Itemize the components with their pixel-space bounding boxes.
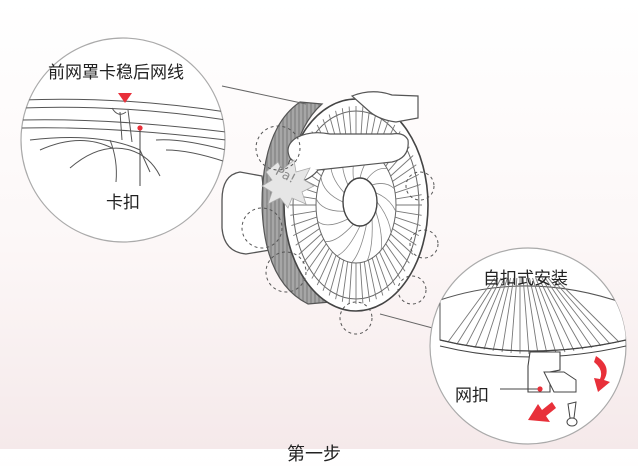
callout-bottom-leader (379, 313, 441, 331)
fan-front-grille (283, 98, 429, 312)
net-clip-label: 网扣 (455, 386, 489, 406)
snap-burst (261, 159, 315, 209)
screw-icon (566, 401, 578, 427)
arrow-down-icon (118, 93, 132, 103)
net-clip-marker-dot (537, 386, 543, 392)
callout-top-leader (221, 85, 307, 105)
callout-top-title: 前网罩卡稳后网线 (48, 63, 184, 83)
motion-dashed-circles (241, 125, 439, 335)
clip-marker-dot (137, 125, 143, 131)
callout-bottom (429, 247, 627, 445)
clip-label: 卡扣 (106, 193, 140, 213)
illustration-canvas (20, 37, 627, 445)
fan-body (221, 171, 271, 255)
push-arrow-icon (528, 402, 556, 422)
callout-bottom-title: 自扣式安装 (483, 269, 568, 289)
step-caption: 第一步 (287, 444, 341, 465)
rotate-arrow-icon (594, 356, 610, 392)
callout-top (20, 37, 226, 243)
